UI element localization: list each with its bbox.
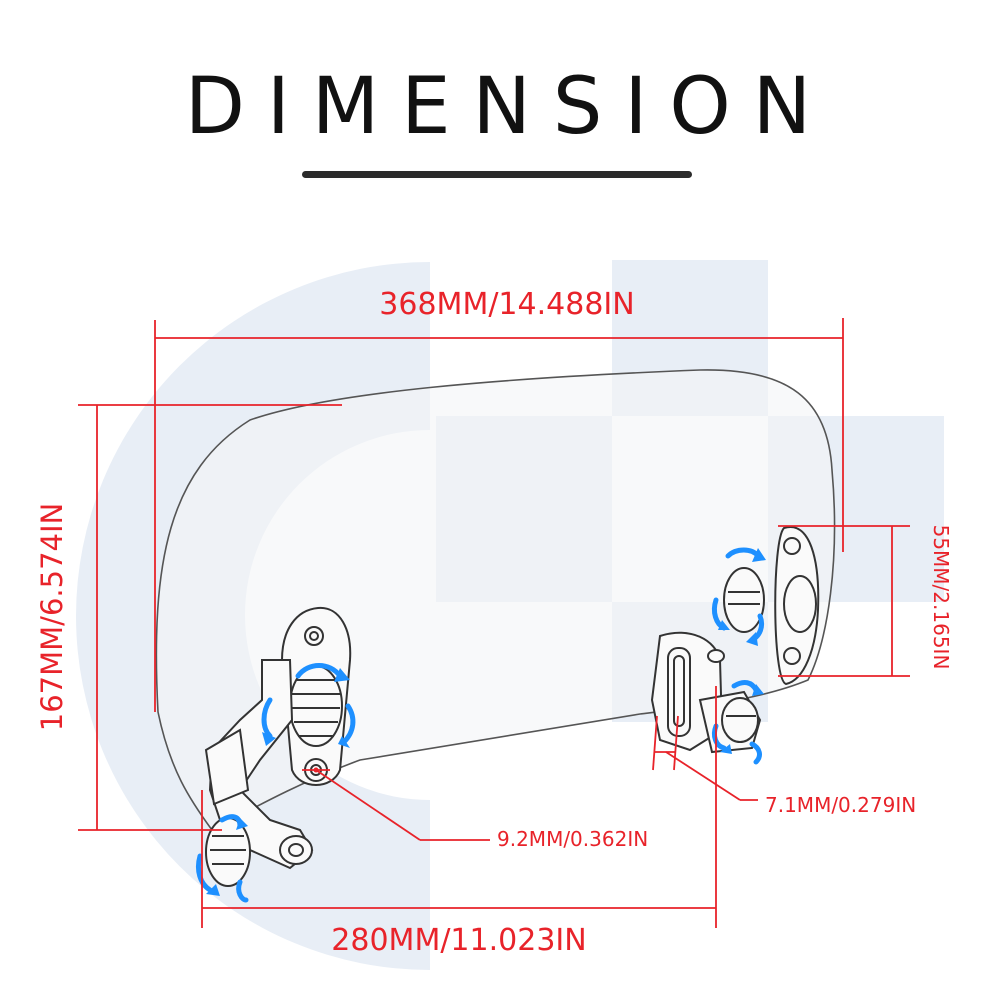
slot-width-label: 7.1MM/0.279IN <box>765 793 916 817</box>
clamp-height-label: 55MM/2.165IN <box>929 525 953 670</box>
rotation-arrow-icon <box>295 663 343 679</box>
page-title: DIMENSION <box>184 62 834 152</box>
rotation-arrow-icon <box>341 703 356 745</box>
total-width-label: 368MM/14.488IN <box>379 287 634 322</box>
mount-spacing-label: 280MM/11.023IN <box>331 923 586 958</box>
hole-marker <box>313 767 319 773</box>
rotation-arrowheads <box>206 548 766 896</box>
total-height-label: 167MM/6.574IN <box>35 503 69 731</box>
right-mount <box>650 525 820 754</box>
rotation-arrow-icon <box>195 853 213 893</box>
rotation-arrow-icon <box>749 741 762 765</box>
rotation-arrow-icon <box>236 879 249 903</box>
rotation-arrow-icon <box>261 697 273 739</box>
dimension-lines <box>78 318 910 928</box>
title-underline <box>302 171 692 178</box>
hole-diameter-label: 9.2MM/0.362IN <box>497 827 648 851</box>
